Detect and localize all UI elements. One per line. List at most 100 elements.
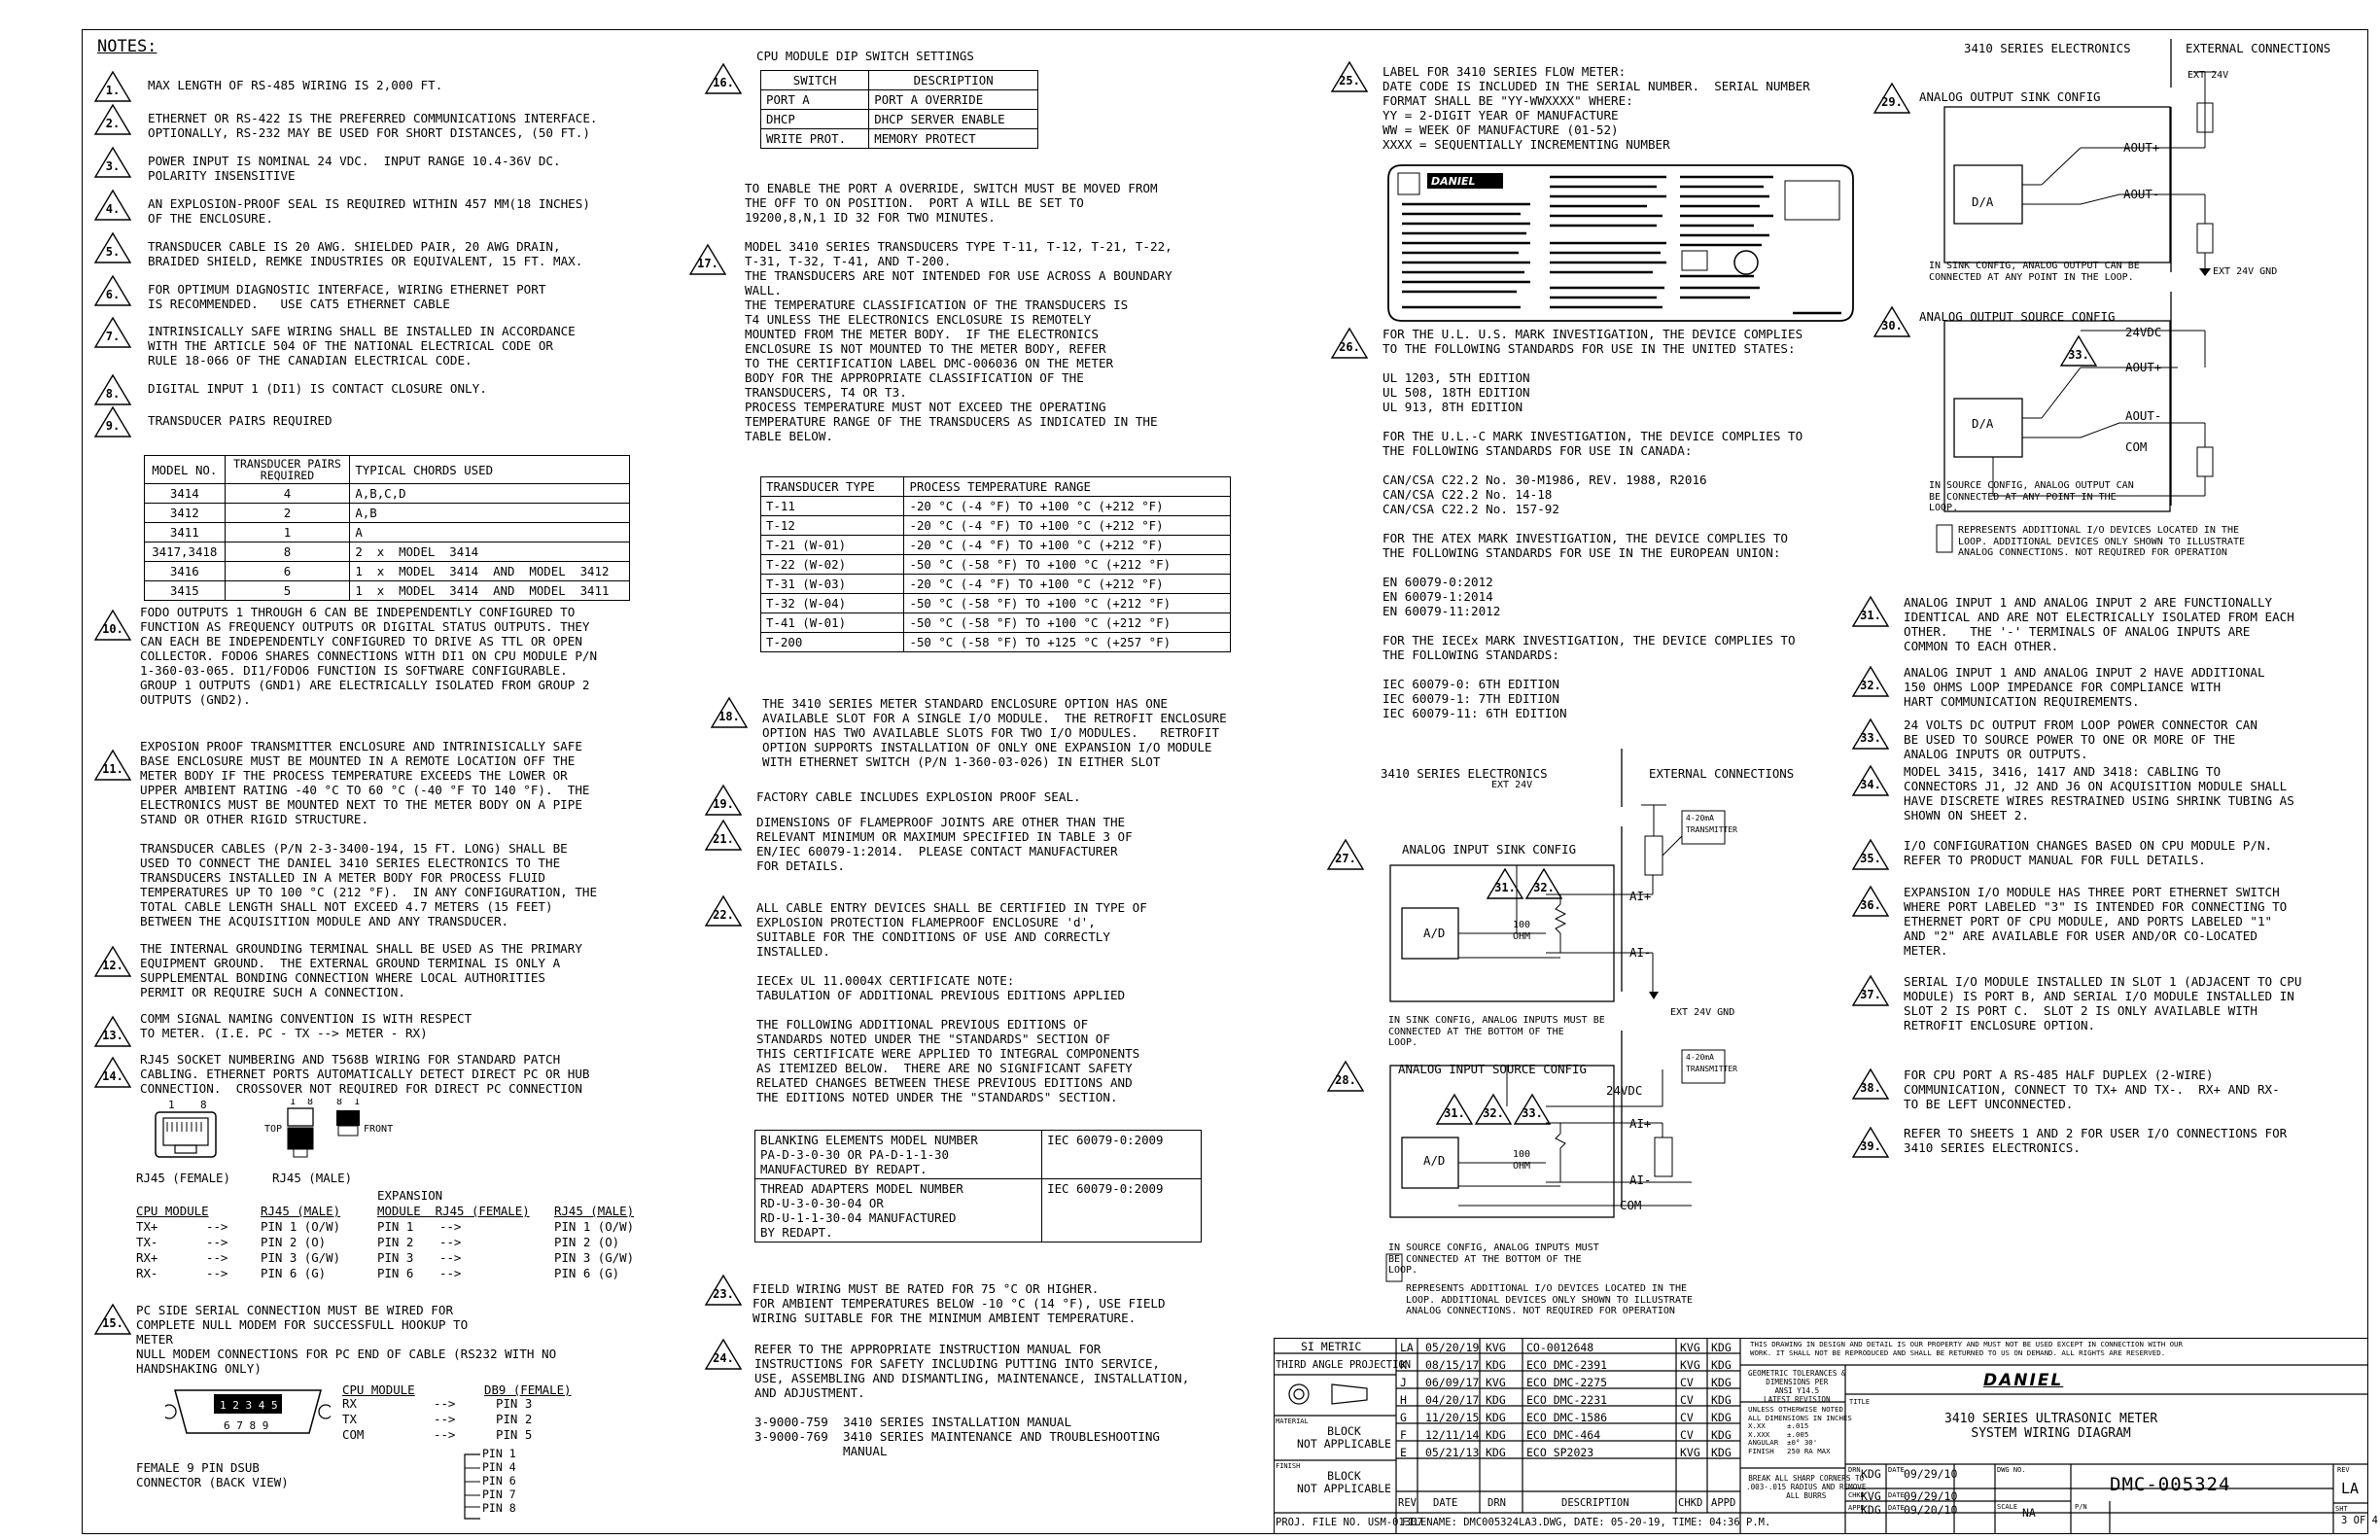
note-marker-13: 13. [93,1015,132,1048]
table-row: T-12-20 °C (-4 °F) TO +100 °C (+212 °F) [759,515,1231,536]
note-number: 6. [105,288,121,301]
finish-value: BLOCK NOT APPLICABLE [1297,1469,1391,1495]
note-1-text: MAX LENGTH OF RS-485 WIRING IS 2,000 FT. [148,78,443,92]
table-cell: T-41 (W-01) [759,612,905,633]
sheet-label: SHT [2335,1505,2348,1513]
rj45-male-pin1-label: 1 [290,1099,296,1107]
revision-cell: CV [1680,1411,1694,1424]
note-number: 35. [1860,852,1881,865]
note-marker-3: 3. [93,146,132,179]
note-3-text: POWER INPUT IS NOMINAL 24 VDC. INPUT RAN… [148,154,561,183]
note-22-text: ALL CABLE ENTRY DEVICES SHALL BE CERTIFI… [756,900,1147,1104]
table-cell: T-32 (W-04) [759,593,905,613]
table-header: TRANSDUCER PAIRS REQUIRED [224,455,351,484]
note-triangle-icon [93,70,132,102]
table-cell: IEC 60079-0:2009 [1041,1130,1202,1179]
table-cell: -20 °C (-4 °F) TO +100 °C (+212 °F) [903,535,1231,555]
source-title-out: ANALOG OUTPUT SOURCE CONFIG [1919,309,2116,324]
note-number: 25. [1339,74,1360,88]
note-triangle-icon [704,819,743,851]
note-marker-35: 35. [1851,838,1890,871]
db9-bottom-pins: 6 7 8 9 [224,1419,268,1432]
table-row: T-31 (W-03)-20 °C (-4 °F) TO +100 °C (+2… [759,574,1231,594]
date-label-3: DATE [1888,1504,1905,1512]
table-cell: DHCP SERVER ENABLE [868,109,1038,129]
note-19-text: FACTORY CABLE INCLUDES EXPLOSION PROOF S… [756,789,1081,804]
table-cell: -20 °C (-4 °F) TO +100 °C (+212 °F) [903,574,1231,594]
db9-pin-cell: --> [434,1396,456,1411]
note-triangle-icon [1851,665,1890,697]
table-row: T-11-20 °C (-4 °F) TO +100 °C (+212 °F) [759,496,1231,516]
note-marker-32-sink: 32. [1524,867,1563,900]
note-number: 22. [713,908,734,922]
note-12-text: THE INTERNAL GROUNDING TERMINAL SHALL BE… [140,941,582,999]
note-number: 31. [1494,881,1516,894]
rj45-pin-cell: PIN 3 (G/W) [554,1250,635,1265]
revision-cell: KVG [1680,1446,1700,1459]
tolerance-note: UNLESS OTHERWISE NOTED ALL DIMENSIONS IN… [1748,1405,1852,1455]
note-number: 26. [1339,340,1360,354]
note-number: 9. [105,419,121,433]
table-cell: 2 x MODEL 3414 [349,542,630,562]
table-cell: -50 °C (-58 °F) TO +100 °C (+212 °F) [903,612,1231,633]
revision-cell: CO-0012648 [1526,1341,1594,1354]
revision-cell: KVG [1680,1341,1700,1354]
rj45-pin-cell: --> [439,1266,462,1280]
note-number: 32. [1533,881,1555,894]
revision-cell: ECO DMC-464 [1526,1428,1601,1442]
table-cell: 5 [224,580,351,601]
revision-cell: KDG [1486,1446,1506,1459]
note-marker-27: 27. [1326,838,1365,871]
note-triangle-icon [1851,1068,1890,1100]
title-label: TITLE [1849,1398,1871,1406]
note-triangle-icon [93,189,132,221]
rj45-pin-cell: PIN 2 (O) [261,1235,327,1249]
com-out-label: COM [2125,439,2148,454]
table-cell: MEMORY PROTECT [868,128,1038,149]
ai-plus-label: AI+ [1629,889,1652,903]
note-number: 7. [105,330,121,343]
note-triangle-icon [1872,82,1911,114]
da-label: D/A [1972,194,1994,209]
rj45-pin-cell: PIN 6 (G) [554,1266,620,1280]
note-marker-2: 2. [93,103,132,136]
table-cell: T-21 (W-01) [759,535,905,555]
table-cell: 1 x MODEL 3414 AND MODEL 3411 [349,580,630,601]
aout-plus-label-2: AOUT+ [2125,360,2162,374]
ad-label: A/D [1423,926,1446,940]
aout-minus-label-2: AOUT- [2125,408,2162,423]
revision-cell: E [1400,1446,1407,1459]
revision-header: REV [1398,1497,1417,1509]
table-cell: T-12 [759,515,905,536]
note-31-text: ANALOG INPUT 1 AND ANALOG INPUT 2 ARE FU… [1904,595,2294,653]
note-17-text: MODEL 3410 SERIES TRANSDUCERS TYPE T-11,… [745,239,1172,443]
note-marker-18: 18. [710,696,749,729]
title-block-grid [1274,1338,2368,1534]
vdc24-label: 24VDC [1606,1083,1643,1098]
note-triangle-icon [93,945,132,977]
note-18-text: THE 3410 SERIES METER STANDARD ENCLOSURE… [762,696,1227,769]
note-33-text: 24 VOLTS DC OUTPUT FROM LOOP POWER CONNE… [1904,718,2258,761]
electronics-header-1: 3410 SERIES ELECTRONICS [1381,766,1548,781]
table-row: WRITE PROT.MEMORY PROTECT [759,128,1038,149]
db9-pin-cell: PIN 5 [496,1427,533,1442]
table-cell: 3417,3418 [144,542,226,562]
rev-value: LA [2341,1480,2360,1497]
note-9-text: TRANSDUCER PAIRS REQUIRED [148,413,332,428]
third-angle-label: THIRD ANGLE PROJECTION [1276,1359,1412,1371]
note-34-text: MODEL 3415, 3416, 1417 AND 3418: CABLING… [1904,764,2294,822]
table-cell: 6 [224,561,351,581]
rj45-connectors-drawing: 1 8 TOP 1 8 8 1 FRONT [155,1099,393,1158]
note-triangle-icon [1474,1093,1513,1125]
note-triangle-icon [1330,60,1369,92]
material-value: BLOCK NOT APPLICABLE [1297,1424,1391,1451]
table-cell: PORT A OVERRIDE [868,89,1038,110]
note-number: 31. [1860,609,1881,622]
note-triangle-icon [1851,595,1890,627]
note-marker-5: 5. [93,231,132,264]
note-number: 34. [1860,778,1881,791]
revision-cell: 05/20/19 [1425,1341,1480,1354]
revision-cell: CV [1680,1376,1694,1389]
